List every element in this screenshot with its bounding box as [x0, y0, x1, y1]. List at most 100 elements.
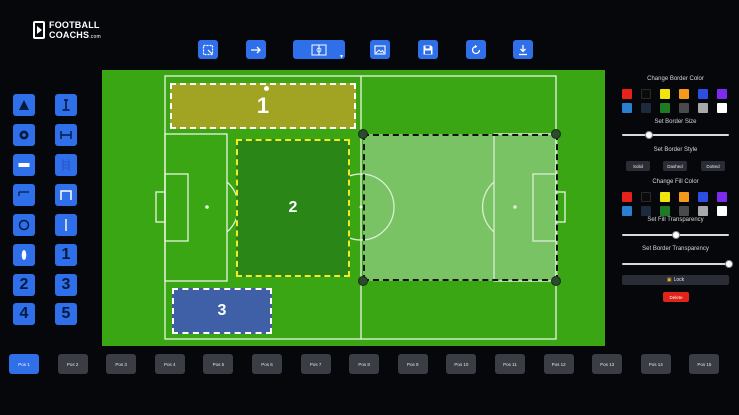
position-button[interactable]: Pos 4 — [154, 354, 185, 374]
fill-color-swatch[interactable] — [717, 192, 727, 202]
resize-handle-top-right[interactable] — [551, 129, 561, 139]
position-button[interactable]: Pos 6 — [252, 354, 282, 374]
tool-mannequin[interactable] — [13, 244, 35, 266]
tool-ladder[interactable] — [55, 154, 77, 176]
resize-handle-bottom-right[interactable] — [551, 276, 561, 286]
arrow-icon — [251, 46, 261, 53]
zone-3[interactable]: 3 — [172, 288, 272, 334]
lock-label: Lock — [673, 277, 685, 283]
tool-disc[interactable] — [13, 124, 35, 146]
gate-icon — [60, 190, 72, 200]
logo-text-line2-main: COACHS — [49, 30, 90, 40]
border-color-swatch[interactable] — [698, 89, 708, 99]
border-size-slider-knob[interactable] — [644, 131, 653, 139]
border-color-swatch[interactable] — [679, 103, 689, 113]
ring-icon — [18, 219, 30, 231]
tool-number-3[interactable]: 3 — [55, 274, 77, 296]
tool-bar[interactable] — [13, 154, 35, 176]
border-color-swatch[interactable] — [679, 89, 689, 99]
border-transparency-title: Set Border Transparency — [642, 246, 709, 252]
tool-goal[interactable] — [55, 124, 77, 146]
position-button[interactable]: Pos 1 — [9, 354, 39, 374]
position-button[interactable]: Pos 13 — [592, 354, 623, 374]
border-transparency-slider[interactable] — [622, 260, 733, 268]
zone-1[interactable]: 1 — [170, 83, 356, 129]
border-style-solid-button[interactable]: Solid — [626, 161, 650, 171]
fill-color-swatch[interactable] — [641, 206, 651, 216]
fill-color-swatch[interactable] — [660, 192, 670, 202]
number-2-label: 2 — [19, 276, 29, 293]
football-pitch[interactable]: 1 2 3 — [102, 70, 605, 346]
tool-pole-stand[interactable] — [55, 94, 77, 116]
position-button[interactable]: Pos 10 — [446, 354, 477, 374]
border-size-slider[interactable] — [622, 131, 729, 139]
image-button[interactable] — [370, 40, 390, 59]
zone-2[interactable]: 2 — [236, 139, 350, 277]
border-color-swatch[interactable] — [717, 89, 727, 99]
fill-transparency-slider-knob[interactable] — [671, 231, 680, 239]
position-button[interactable]: Pos 5 — [203, 354, 234, 374]
border-color-swatch[interactable] — [660, 103, 670, 113]
player-figure-icon — [62, 99, 70, 111]
select-area-button[interactable] — [198, 40, 218, 59]
border-color-swatch[interactable] — [641, 103, 651, 113]
fill-color-swatch[interactable] — [622, 192, 632, 202]
tool-cone[interactable] — [13, 94, 35, 116]
border-color-swatch[interactable] — [660, 89, 670, 99]
triangle-icon — [19, 100, 29, 110]
save-button[interactable] — [418, 40, 438, 59]
border-transparency-slider-knob[interactable] — [725, 260, 733, 268]
corner-flag-icon — [18, 191, 29, 196]
save-icon — [423, 45, 433, 54]
fill-color-swatch[interactable] — [679, 206, 689, 216]
position-button[interactable]: Pos 2 — [57, 354, 88, 374]
pitch-view-icon — [311, 44, 327, 55]
fill-transparency-slider[interactable] — [622, 231, 729, 239]
fill-color-swatch[interactable] — [698, 206, 708, 216]
ladder-icon — [62, 159, 70, 171]
tool-number-5[interactable]: 5 — [55, 303, 77, 325]
number-4-label: 4 — [19, 305, 29, 322]
arrow-button[interactable] — [246, 40, 266, 59]
fill-color-swatch[interactable] — [660, 206, 670, 216]
goal-icon — [60, 131, 72, 139]
tool-gate[interactable] — [55, 184, 77, 206]
fill-color-swatch[interactable] — [679, 192, 689, 202]
resize-handle-top-left[interactable] — [358, 129, 368, 139]
border-style-dashed-button[interactable]: Dashed — [663, 161, 687, 171]
border-color-swatch[interactable] — [641, 89, 651, 99]
pitch-view-button[interactable]: ▼ — [293, 40, 345, 60]
position-button[interactable]: Pos 9 — [397, 354, 428, 374]
position-button[interactable]: Pos 7 — [300, 354, 331, 374]
tool-number-4[interactable]: 4 — [13, 303, 35, 325]
fill-color-swatch[interactable] — [717, 206, 727, 216]
border-color-swatch[interactable] — [717, 103, 727, 113]
tool-number-2[interactable]: 2 — [13, 274, 35, 296]
tool-ring[interactable] — [13, 214, 35, 236]
fill-color-swatch[interactable] — [641, 192, 651, 202]
zone-3-label: 3 — [217, 302, 227, 319]
position-button[interactable]: Pos 11 — [495, 354, 525, 374]
border-color-swatch[interactable] — [698, 103, 708, 113]
lock-button[interactable]: ▣Lock — [622, 275, 729, 285]
reset-button[interactable] — [466, 40, 486, 59]
position-button[interactable]: Pos 8 — [349, 354, 380, 374]
border-style-dotted-button[interactable]: Dotted — [701, 161, 725, 171]
position-button[interactable]: Pos 12 — [543, 354, 574, 374]
position-button[interactable]: Pos 14 — [640, 354, 671, 374]
position-button[interactable]: Pos 15 — [689, 354, 720, 374]
tool-number-1[interactable]: 1 — [55, 244, 77, 266]
border-color-swatch[interactable] — [622, 89, 632, 99]
resize-handle-bottom-left[interactable] — [358, 276, 368, 286]
fill-color-swatch[interactable] — [622, 206, 632, 216]
delete-button[interactable]: Delete — [663, 292, 689, 302]
fill-color-swatch[interactable] — [698, 192, 708, 202]
position-bar: Pos 1 Pos 2 Pos 3 Pos 4 Pos 5 Pos 6 Pos 7 Pos 8… — [0, 350, 739, 380]
border-color-swatch[interactable] — [622, 103, 632, 113]
selected-zone[interactable] — [363, 134, 558, 281]
tool-corner[interactable] — [13, 184, 35, 206]
tool-pole[interactable] — [55, 214, 77, 236]
download-button[interactable] — [513, 40, 533, 59]
chevron-down-icon: ▼ — [339, 54, 344, 60]
position-button[interactable]: Pos 3 — [106, 354, 137, 374]
